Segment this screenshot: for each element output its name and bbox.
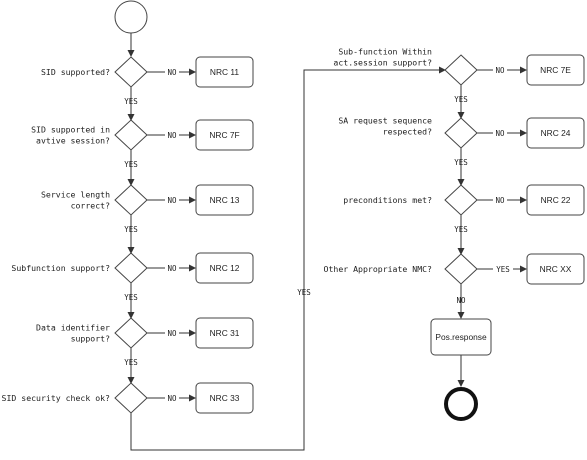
nrc-box-3-label: NRC 13 (210, 195, 240, 205)
right-branch-label-4: YES (496, 265, 510, 274)
decision-1-question: SID supported? (41, 67, 110, 77)
yes-label-4: YES (124, 293, 138, 302)
right-branch-label-1: NO (495, 66, 505, 75)
no-label-5: NO (167, 329, 177, 338)
positive-response-box (430, 318, 492, 356)
nrc-box-3 (195, 184, 254, 216)
labels: SID supported? NO NRC 11 YES SID supported i… (2, 47, 572, 404)
decision-3 (114, 184, 148, 216)
decision-5-question: support? (71, 334, 111, 344)
decision-5-question: Data identifier (36, 323, 110, 333)
decision-5 (114, 317, 148, 349)
right-decision-2-question: respected? (383, 127, 432, 137)
right-nrc-box-2-label: NRC 24 (541, 128, 571, 138)
right-decision-1-question: act.session support? (333, 58, 432, 68)
right-decision-4-question: Other Appropriate NMC? (324, 264, 433, 274)
right-decision-3-question: preconditions met? (343, 195, 432, 205)
decision-6 (114, 382, 148, 414)
decision-3-question: correct? (71, 201, 111, 211)
no-label-1: NO (167, 68, 177, 77)
no-label-6: NO (167, 394, 177, 403)
cross-column-yes-label: YES (297, 288, 311, 297)
right-decision-1-question: Sub-function Within (338, 47, 432, 57)
decision-1 (114, 56, 148, 88)
right-nrc-box-4-label: NRC XX (540, 264, 572, 274)
nrc-box-4 (195, 252, 254, 284)
decision-2 (114, 119, 148, 151)
nrc-box-4-label: NRC 12 (210, 263, 240, 273)
nrc-box-5 (195, 317, 254, 349)
nrc-box-2 (195, 119, 254, 151)
nodes (114, 0, 585, 421)
nrc-box-1 (195, 56, 254, 88)
right-decision-2 (444, 117, 478, 149)
decision-2-question: SID supported in (31, 125, 110, 135)
right-nrc-box-3-label: NRC 22 (541, 195, 571, 205)
right-nrc-box-2 (526, 117, 585, 149)
right-down-label-1: YES (454, 95, 468, 104)
decision-2-question: avtive session? (36, 136, 110, 146)
right-decision-4 (444, 253, 478, 285)
right-nrc-box-1-label: NRC 7E (540, 65, 571, 75)
right-down-label-3: YES (454, 225, 468, 234)
right-nrc-box-1 (526, 54, 585, 86)
right-decision-1 (444, 54, 478, 86)
yes-label-1: YES (124, 97, 138, 106)
nrc-box-6 (195, 382, 254, 414)
no-label-2: NO (167, 131, 177, 140)
no-label-3: NO (167, 196, 177, 205)
decision-4 (114, 252, 148, 284)
yes-label-3: YES (124, 225, 138, 234)
nrc-box-1-label: NRC 11 (210, 67, 240, 77)
yes-label-5: YES (124, 358, 138, 367)
right-branch-label-2: NO (495, 129, 505, 138)
decision-6-question: SID security check ok? (2, 393, 111, 403)
cross-column-connector (130, 66, 446, 451)
final-no-label: NO (456, 296, 466, 305)
no-label-4: NO (167, 264, 177, 273)
nrc-box-2-label: NRC 7F (209, 130, 239, 140)
connectors (127, 33, 527, 451)
right-branch-label-3: NO (495, 196, 505, 205)
decision-3-question: Service length (41, 190, 110, 200)
right-nrc-box-3 (526, 184, 585, 216)
start-node (114, 0, 148, 34)
right-nrc-box-4 (526, 253, 585, 285)
right-decision-3 (444, 184, 478, 216)
right-down-label-2: YES (454, 158, 468, 167)
nrc-box-6-label: NRC 33 (210, 393, 240, 403)
right-decision-2-question: SA request sequence (338, 116, 432, 126)
nrc-box-5-label: NRC 31 (210, 328, 240, 338)
decision-4-question: Subfunction support? (11, 263, 110, 273)
end-node (444, 387, 478, 421)
yes-label-2: YES (124, 160, 138, 169)
positive-response-box-label: Pos.response (435, 332, 487, 342)
